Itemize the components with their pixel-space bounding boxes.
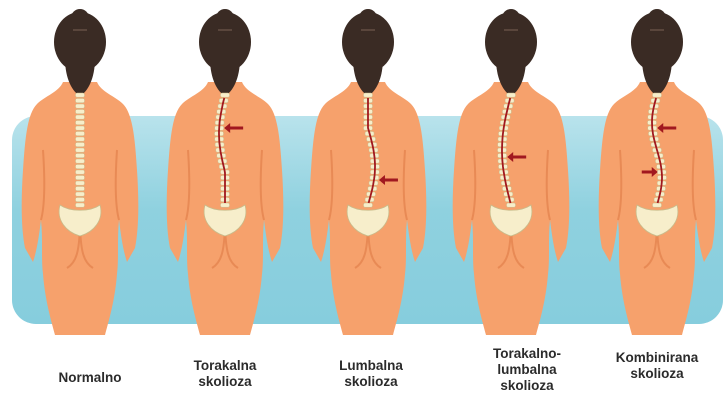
vertebra bbox=[653, 93, 662, 97]
body-back bbox=[22, 82, 139, 335]
vertebra bbox=[76, 176, 85, 180]
label-thoracic: Torakalna skolioza bbox=[160, 358, 290, 390]
label-thoracolumbar: Torakalno- lumbalna skolioza bbox=[462, 346, 592, 394]
label-combined: Kombinirana skolioza bbox=[592, 350, 722, 382]
figure-svg bbox=[160, 0, 290, 335]
label-line: skolioza bbox=[306, 374, 436, 390]
label-line: Lumbalna bbox=[306, 358, 436, 374]
figure-svg bbox=[592, 0, 722, 335]
body-back bbox=[167, 82, 284, 335]
figure-lumbar bbox=[303, 0, 433, 335]
vertebra bbox=[76, 154, 85, 158]
vertebra bbox=[76, 203, 85, 207]
vertebra bbox=[76, 121, 85, 125]
vertebra bbox=[76, 137, 85, 141]
vertebra bbox=[76, 104, 85, 108]
label-line: lumbalna bbox=[462, 362, 592, 378]
hair-bun bbox=[216, 9, 234, 27]
vertebra bbox=[76, 192, 85, 196]
hair-bun bbox=[359, 9, 377, 27]
hair-bun bbox=[502, 9, 520, 27]
label-line: Kombinirana bbox=[592, 350, 722, 366]
label-line: skolioza bbox=[160, 374, 290, 390]
hair-bun bbox=[648, 9, 666, 27]
vertebra bbox=[76, 187, 85, 191]
vertebra bbox=[76, 148, 85, 152]
label-line: skolioza bbox=[592, 366, 722, 382]
vertebra bbox=[76, 93, 85, 97]
label-normal: Normalno bbox=[25, 370, 155, 386]
vertebra bbox=[76, 115, 85, 119]
body-back bbox=[599, 82, 716, 335]
vertebra bbox=[76, 132, 85, 136]
vertebra bbox=[76, 110, 85, 114]
label-line: Torakalno- bbox=[462, 346, 592, 362]
vertebra bbox=[76, 159, 85, 163]
hair-bun bbox=[71, 9, 89, 27]
vertebra bbox=[507, 203, 516, 207]
vertebra bbox=[221, 93, 230, 97]
figure-normal bbox=[15, 0, 145, 335]
figure-svg bbox=[15, 0, 145, 335]
label-line: skolioza bbox=[462, 378, 592, 394]
vertebra bbox=[76, 99, 85, 103]
vertebra bbox=[76, 143, 85, 147]
figure-thoracolumbar bbox=[446, 0, 576, 335]
vertebra bbox=[221, 203, 230, 207]
figure-thoracic bbox=[160, 0, 290, 335]
vertebra bbox=[76, 198, 85, 202]
label-line: Torakalna bbox=[160, 358, 290, 374]
vertebra bbox=[76, 181, 85, 185]
figure-svg bbox=[446, 0, 576, 335]
label-line: Normalno bbox=[25, 370, 155, 386]
vertebra bbox=[364, 93, 373, 97]
figure-combined bbox=[592, 0, 722, 335]
body-back bbox=[453, 82, 570, 335]
vertebra bbox=[76, 165, 85, 169]
label-lumbar: Lumbalna skolioza bbox=[306, 358, 436, 390]
vertebra bbox=[364, 203, 373, 207]
vertebra bbox=[653, 203, 662, 207]
vertebra bbox=[507, 93, 516, 97]
vertebra bbox=[76, 170, 85, 174]
vertebra bbox=[76, 126, 85, 130]
figure-svg bbox=[303, 0, 433, 335]
